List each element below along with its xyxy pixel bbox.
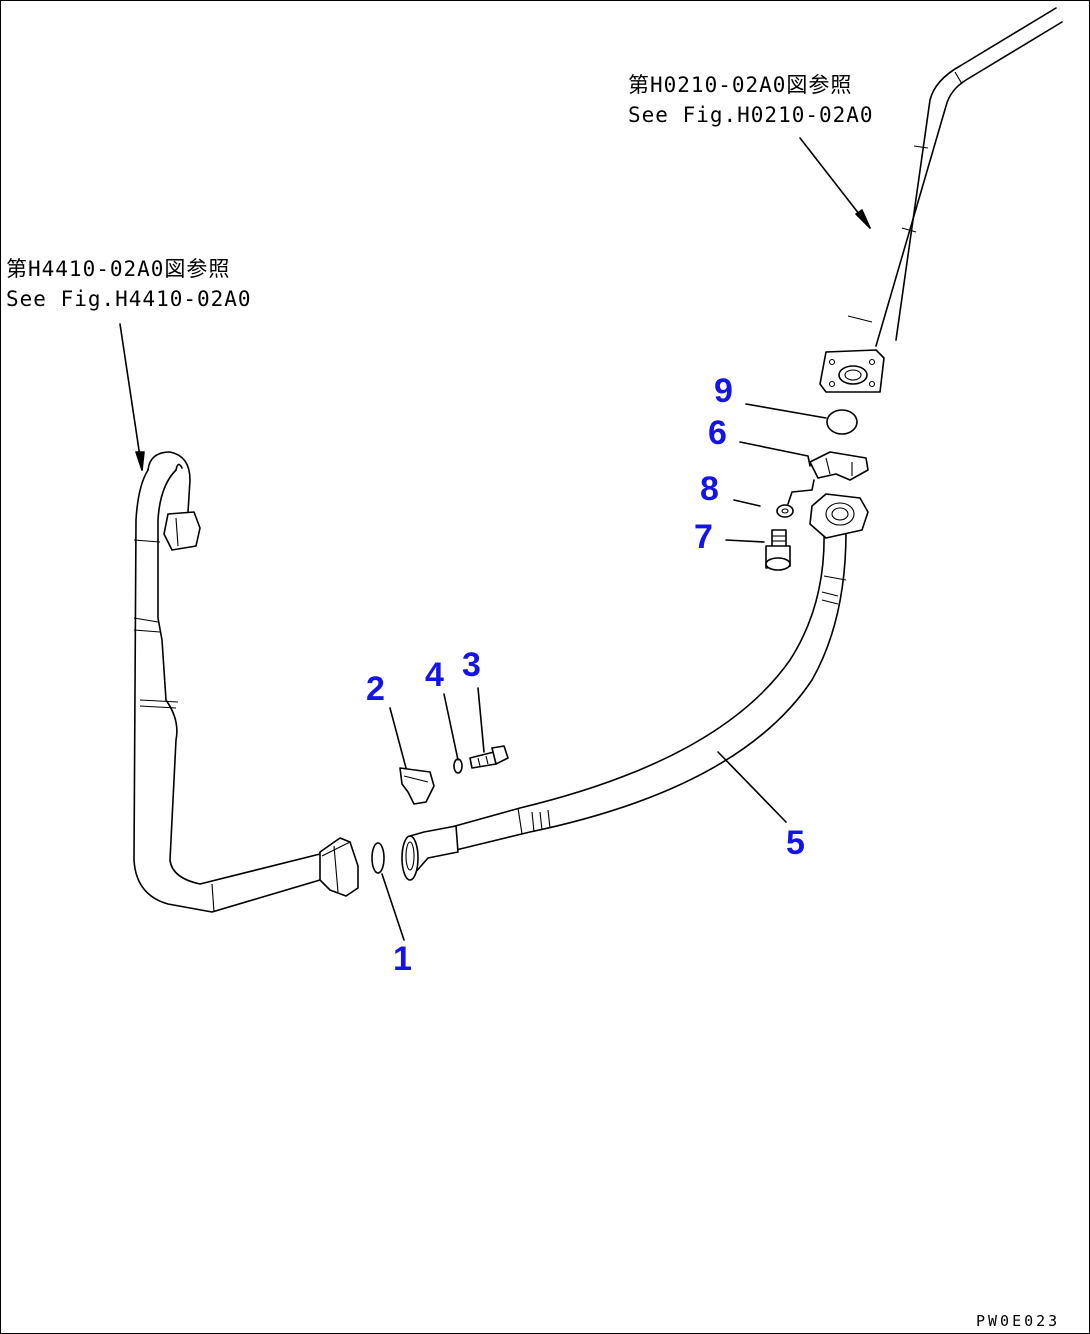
left-nut [319, 837, 359, 897]
hose-end-flange-right [809, 493, 869, 539]
callout-6: 6 [708, 414, 727, 452]
ref-arrow-left [119, 323, 145, 471]
callout-2: 2 [366, 670, 385, 708]
ref-arrow-upper [799, 137, 871, 229]
upper-flange [819, 349, 885, 393]
drawing-code: PW0E023 [976, 1312, 1060, 1330]
left-pipe [133, 451, 321, 913]
ref-upper-jp: 第H0210-02A0図参照 [628, 73, 852, 97]
bolt-part-3 [469, 745, 509, 769]
hose-end-fitting-left [401, 825, 459, 881]
callout-7: 7 [694, 518, 713, 556]
callout-9: 9 [714, 372, 733, 410]
split-flange-part-6 [809, 451, 869, 481]
left-elbow-fitting [163, 511, 201, 551]
upper-pipe [847, 7, 1063, 347]
ref-upper-en: See Fig.H0210-02A0 [628, 103, 874, 127]
washer-part-8 [776, 504, 794, 518]
callout-3: 3 [462, 646, 481, 684]
clamp-part-2 [399, 767, 435, 805]
callout-5: 5 [786, 824, 805, 862]
bolt-part-7 [765, 529, 791, 571]
washer-part-4 [453, 758, 463, 774]
leader-lines [381, 403, 827, 941]
callout-4: 4 [425, 656, 444, 694]
main-hose [447, 529, 847, 851]
ref-left-en: See Fig.H4410-02A0 [6, 287, 252, 311]
ref-left-jp: 第H4410-02A0図参照 [6, 257, 230, 281]
callout-8: 8 [700, 470, 719, 508]
o-ring-part-1 [371, 842, 385, 874]
o-ring-part-9 [826, 409, 858, 435]
callout-1: 1 [393, 940, 412, 978]
